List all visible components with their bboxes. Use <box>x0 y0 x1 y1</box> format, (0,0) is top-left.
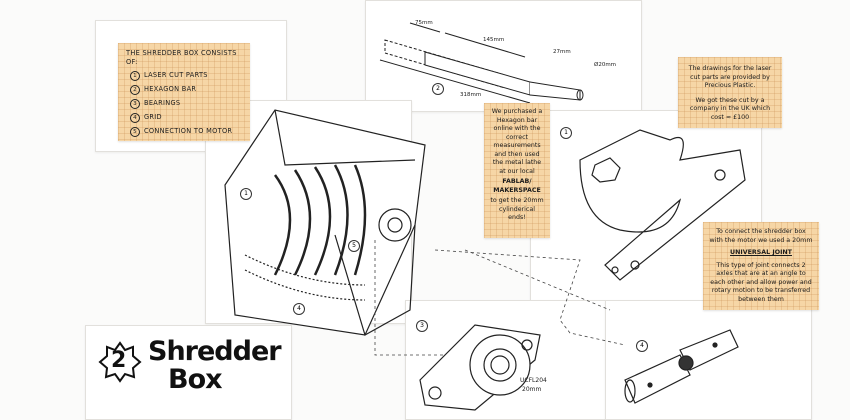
title-number: 2 <box>111 348 127 373</box>
item-label: HEXAGON BAR <box>144 85 197 94</box>
bearing-drawing <box>419 324 541 411</box>
hexagon-note-text: We purchased a Hexagon bar online with t… <box>491 108 543 175</box>
components-note: THE SHREDDER BOX CONSISTS OF: 1 LASER CUT… <box>118 43 250 141</box>
dim-end-length: 75mm <box>415 20 433 26</box>
universal-joint-drawing <box>624 329 739 404</box>
joint-note-p1: To connect the shredder box with the mot… <box>709 228 813 244</box>
item-label: CONNECTION TO MOTOR <box>144 127 233 136</box>
dim-across-flats: 27mm <box>553 49 571 55</box>
number-grid: 4 <box>293 303 305 315</box>
laser-cut-note: The drawings for the laser cut parts are… <box>678 57 782 128</box>
laser-cut-part-drawing <box>579 129 746 281</box>
component-item: 2 HEXAGON BAR <box>130 84 242 95</box>
title-number-badge <box>98 341 142 383</box>
item-number: 4 <box>130 112 140 123</box>
number-connection: 5 <box>348 240 360 252</box>
dim-total-length: 318mm <box>460 92 482 98</box>
components-heading: THE SHREDDER BOX CONSISTS OF: <box>126 49 237 66</box>
number-bearing: 3 <box>416 320 428 332</box>
hexagon-bar-drawing <box>379 22 584 104</box>
component-item: 5 CONNECTION TO MOTOR <box>130 126 242 137</box>
hexagon-note-text2: to get the 20mm cylinderical ends! <box>490 197 544 221</box>
dim-diameter: Ø20mm <box>594 62 617 68</box>
item-label: LASER CUT PARTS <box>144 71 208 80</box>
dim-hex-length: 145mm <box>483 37 505 43</box>
bearing-size: 20mm <box>522 386 542 393</box>
component-item: 3 BEARINGS <box>130 98 242 109</box>
hexagon-bar-note: We purchased a Hexagon bar online with t… <box>484 103 550 238</box>
item-label: GRID <box>144 113 162 122</box>
joint-note-heading: UNIVERSAL JOINT <box>730 249 792 256</box>
joint-note-p2: This type of joint connects 2 axles that… <box>710 261 812 303</box>
component-item: 1 LASER CUT PARTS <box>130 70 242 81</box>
number-universal-joint: 4 <box>636 340 648 352</box>
number-laser-cut-parts: 1 <box>240 188 252 200</box>
number-laser-part: 1 <box>560 127 572 139</box>
component-item: 4 GRID <box>130 112 242 123</box>
hexagon-note-highlight: FABLAB/ MAKERSPACE <box>493 178 541 194</box>
laser-note-p1: The drawings for the laser cut parts are… <box>688 65 772 89</box>
universal-joint-note: To connect the shredder box with the mot… <box>703 222 819 310</box>
number-hex-bar: 2 <box>432 83 444 95</box>
bearing-model: UCFL204 <box>520 377 547 384</box>
laser-note-p2: We got these cut by a company in the UK … <box>689 96 771 121</box>
item-number: 5 <box>130 126 140 137</box>
page-title: Shredder Box <box>148 336 282 395</box>
item-label: BEARINGS <box>144 99 181 108</box>
item-number: 1 <box>130 70 140 81</box>
title-line2: Box <box>168 364 223 395</box>
item-number: 3 <box>130 98 140 109</box>
title-line1: Shredder <box>148 336 282 367</box>
hexagon-bar-sheet <box>365 0 642 112</box>
item-number: 2 <box>130 84 140 95</box>
